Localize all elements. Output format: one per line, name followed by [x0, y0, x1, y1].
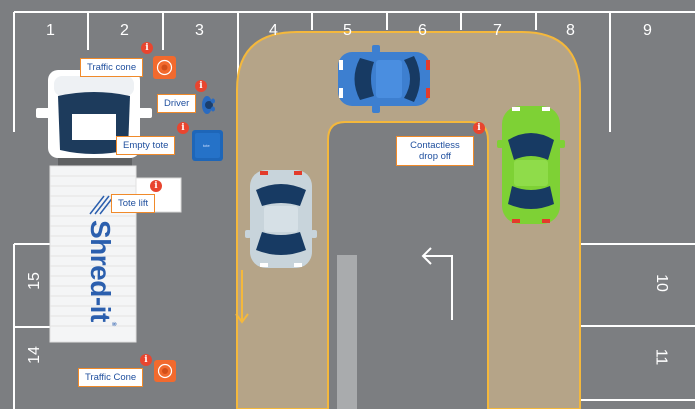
- driver-icon: [202, 96, 215, 114]
- callout-empty-tote[interactable]: Empty tote: [116, 136, 176, 155]
- car-green: [497, 106, 565, 224]
- traffic-cone-icon: [153, 56, 176, 79]
- space-number: 14: [25, 346, 43, 364]
- space-number: 7: [493, 22, 502, 39]
- callout-label: Traffic cone: [87, 62, 137, 73]
- info-icon[interactable]: i: [473, 122, 485, 134]
- info-icon[interactable]: i: [195, 80, 207, 92]
- space-number: 5: [343, 22, 352, 39]
- callout-label: Empty tote: [123, 140, 169, 151]
- space-number: 1: [46, 22, 55, 39]
- space-number: 6: [418, 22, 427, 39]
- arrow-left-icon: [421, 247, 453, 320]
- info-icon[interactable]: i: [150, 180, 162, 192]
- callout-traffic-cone-top[interactable]: Traffic cone: [80, 58, 144, 77]
- arrow-down-icon: [235, 270, 249, 324]
- tote-label: tote: [203, 143, 210, 148]
- callout-label: drop off: [418, 151, 452, 162]
- car-silver: [245, 170, 317, 268]
- space-number: 4: [269, 22, 278, 39]
- space-number: 10: [652, 274, 670, 292]
- callout-driver[interactable]: Driver: [157, 94, 197, 113]
- truck-cab: [36, 70, 152, 166]
- space-number: 2: [120, 22, 129, 39]
- callout-label: Driver: [164, 98, 190, 109]
- callout-tote-lift[interactable]: Tote lift: [111, 194, 156, 213]
- top-space-lines: [13, 11, 695, 132]
- callout-label: Contactless: [410, 140, 460, 151]
- info-icon[interactable]: i: [141, 42, 153, 54]
- space-number: 15: [25, 272, 43, 290]
- info-icon[interactable]: i: [140, 354, 152, 366]
- drive-lane: [236, 31, 581, 409]
- callout-contactless-drop-off[interactable]: Contactless drop off: [396, 136, 474, 166]
- space-number: 3: [195, 22, 204, 39]
- space-number: 8: [566, 22, 575, 39]
- callout-label: Traffic Cone: [85, 372, 137, 383]
- tote-icon: [192, 130, 223, 161]
- callout-label: Tote lift: [118, 198, 149, 209]
- car-blue: [338, 45, 430, 113]
- truck-brand: Shred-it®: [85, 220, 116, 326]
- callout-traffic-cone-bottom[interactable]: Traffic Cone: [78, 368, 144, 387]
- info-icon[interactable]: i: [177, 122, 189, 134]
- space-number: 9: [643, 22, 652, 39]
- traffic-cone-icon: [154, 360, 176, 382]
- center-divider: [337, 255, 357, 409]
- space-number: 11: [652, 348, 670, 366]
